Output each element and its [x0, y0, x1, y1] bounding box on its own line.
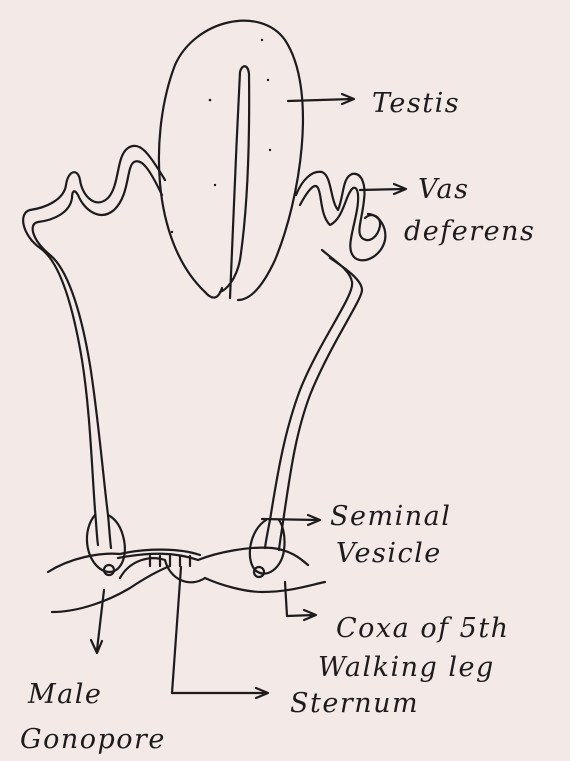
- male-gonopore-leader: [91, 590, 104, 653]
- label-testis: Testis: [372, 88, 460, 119]
- left-vas-deferens: [23, 146, 165, 548]
- label-sternum: Sternum: [290, 688, 419, 719]
- testis: [159, 21, 303, 300]
- label-vas-deferens-2: deferens: [404, 216, 535, 247]
- label-male-gonopore-2: Gonopore: [20, 724, 166, 755]
- sternum-leader: [172, 567, 268, 698]
- vas-deferens-leader: [360, 184, 406, 194]
- label-coxa-1: Coxa of 5th: [336, 613, 510, 644]
- label-vas-deferens-1: Vas: [418, 174, 469, 205]
- label-seminal-vesicle-2: Vesicle: [336, 538, 442, 569]
- testis-leader: [288, 94, 354, 104]
- leader-lines: [91, 94, 406, 698]
- label-coxa-2: Walking leg: [318, 652, 495, 683]
- left-seminal-vesicle: [87, 515, 125, 575]
- label-seminal-vesicle-1: Seminal: [330, 501, 451, 532]
- label-male-gonopore-1: Male: [27, 679, 102, 710]
- right-vas-deferens: [265, 172, 385, 550]
